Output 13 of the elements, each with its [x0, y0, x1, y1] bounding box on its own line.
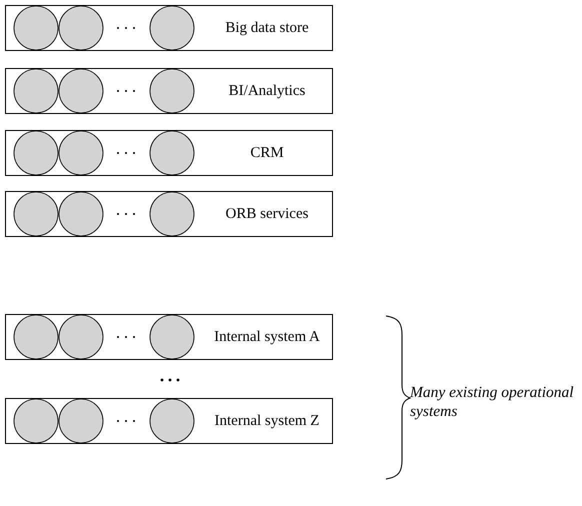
row-label: Big data store: [225, 19, 309, 37]
system-row: [5, 398, 333, 444]
row-label: Internal system A: [214, 328, 320, 346]
system-row: [5, 130, 333, 176]
row-label: CRM: [250, 144, 284, 162]
system-row: [5, 68, 333, 114]
row-label: BI/Analytics: [228, 82, 306, 100]
row-label: ORB services: [226, 205, 308, 223]
system-row: [5, 191, 333, 237]
system-row: [5, 314, 333, 360]
brace-annotation: Many existing operational systems: [410, 383, 575, 422]
row-label: Internal system Z: [214, 412, 320, 430]
system-row: [5, 5, 333, 51]
